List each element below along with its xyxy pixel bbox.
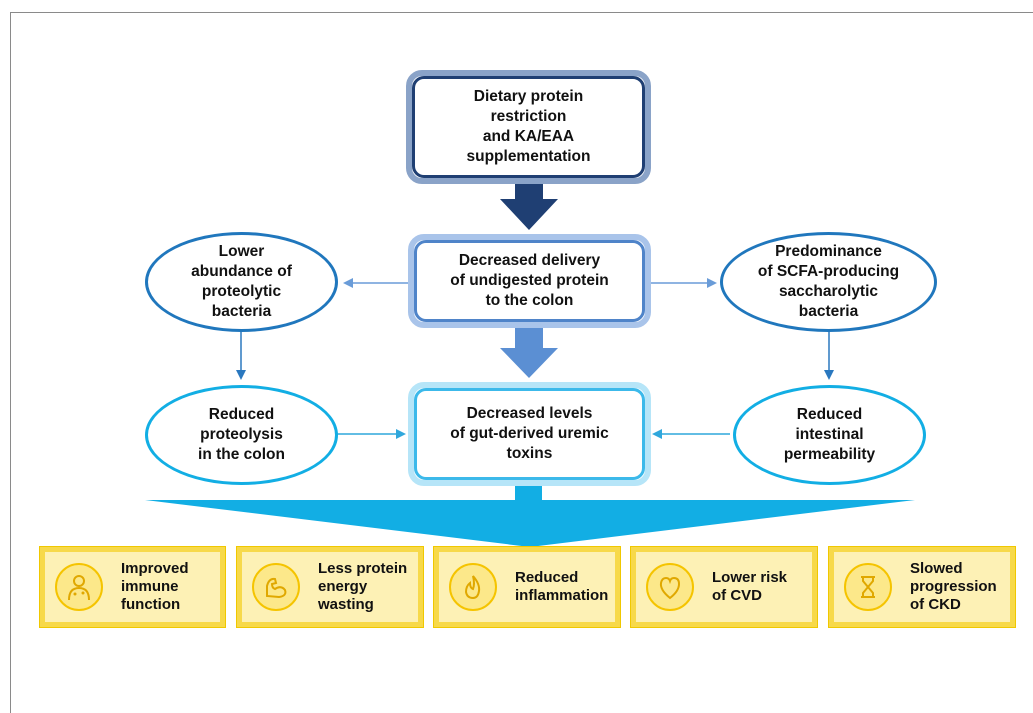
arrow-right-to-bottom-box bbox=[652, 429, 662, 439]
arrow-to-right-ellipse bbox=[707, 278, 717, 288]
box-decreased-delivery-text: Decreased delivery of undigested protein… bbox=[450, 252, 609, 309]
arrow-left-to-bottom-box bbox=[396, 429, 406, 439]
arrow-middle-to-bottom bbox=[500, 327, 558, 378]
outcome-immune: Improved immune function bbox=[39, 546, 226, 628]
ellipse-lower-proteolytic-text: Lower abundance of proteolytic bacteria bbox=[191, 243, 292, 320]
immune-body-icon bbox=[55, 563, 103, 611]
box-decreased-delivery: Decreased delivery of undigested protein… bbox=[408, 234, 651, 328]
outcome-inflammation: Reduced inflammation bbox=[433, 546, 621, 628]
ellipse-reduced-permeability: Reduced intestinal permeability bbox=[733, 385, 926, 485]
ellipse-reduced-proteolysis: Reduced proteolysis in the colon bbox=[145, 385, 338, 485]
outcome-immune-label: Improved immune function bbox=[121, 560, 189, 613]
connectors-layer bbox=[145, 183, 915, 547]
outcome-inflammation-label: Reduced inflammation bbox=[515, 569, 609, 604]
flame-icon bbox=[449, 563, 497, 611]
arrow-right-down bbox=[824, 370, 834, 380]
arrow-to-left-ellipse bbox=[343, 278, 353, 288]
outcome-cvd: Lower risk of CVD bbox=[630, 546, 818, 628]
box-protein-restriction: Dietary protein restriction and KA/EAA s… bbox=[406, 70, 651, 184]
ellipse-scfa-bacteria: Predominance of SCFA-producing saccharol… bbox=[720, 232, 937, 332]
arrow-top-to-middle bbox=[500, 183, 558, 230]
outcome-protein-wasting-label: Less protein energy wasting bbox=[318, 560, 408, 613]
fan-stem bbox=[515, 485, 542, 503]
arrow-left-down bbox=[236, 370, 246, 380]
outcome-cvd-label: Lower risk of CVD bbox=[712, 569, 788, 604]
ellipse-lower-proteolytic: Lower abundance of proteolytic bacteria bbox=[145, 232, 338, 332]
outcome-ckd-label: Slowed progression of CKD bbox=[910, 560, 997, 613]
ellipse-scfa-bacteria-text: Predominance of SCFA-producing saccharol… bbox=[757, 243, 900, 320]
outcome-fan bbox=[145, 500, 915, 547]
ellipse-reduced-proteolysis-text: Reduced proteolysis in the colon bbox=[198, 406, 285, 463]
muscle-arm-icon bbox=[252, 563, 300, 611]
outcome-protein-wasting: Less protein energy wasting bbox=[236, 546, 424, 628]
hourglass-icon bbox=[844, 563, 892, 611]
heart-icon bbox=[646, 563, 694, 611]
outcome-ckd: Slowed progression of CKD bbox=[828, 546, 1016, 628]
box-decreased-toxins: Decreased levels of gut-derived uremic t… bbox=[408, 382, 651, 486]
ellipse-reduced-permeability-text: Reduced intestinal permeability bbox=[783, 406, 876, 463]
box-decreased-toxins-text: Decreased levels of gut-derived uremic t… bbox=[450, 405, 609, 462]
box-protein-restriction-text: Dietary protein restriction and KA/EAA s… bbox=[466, 88, 591, 165]
figure-frame bbox=[10, 12, 1033, 713]
